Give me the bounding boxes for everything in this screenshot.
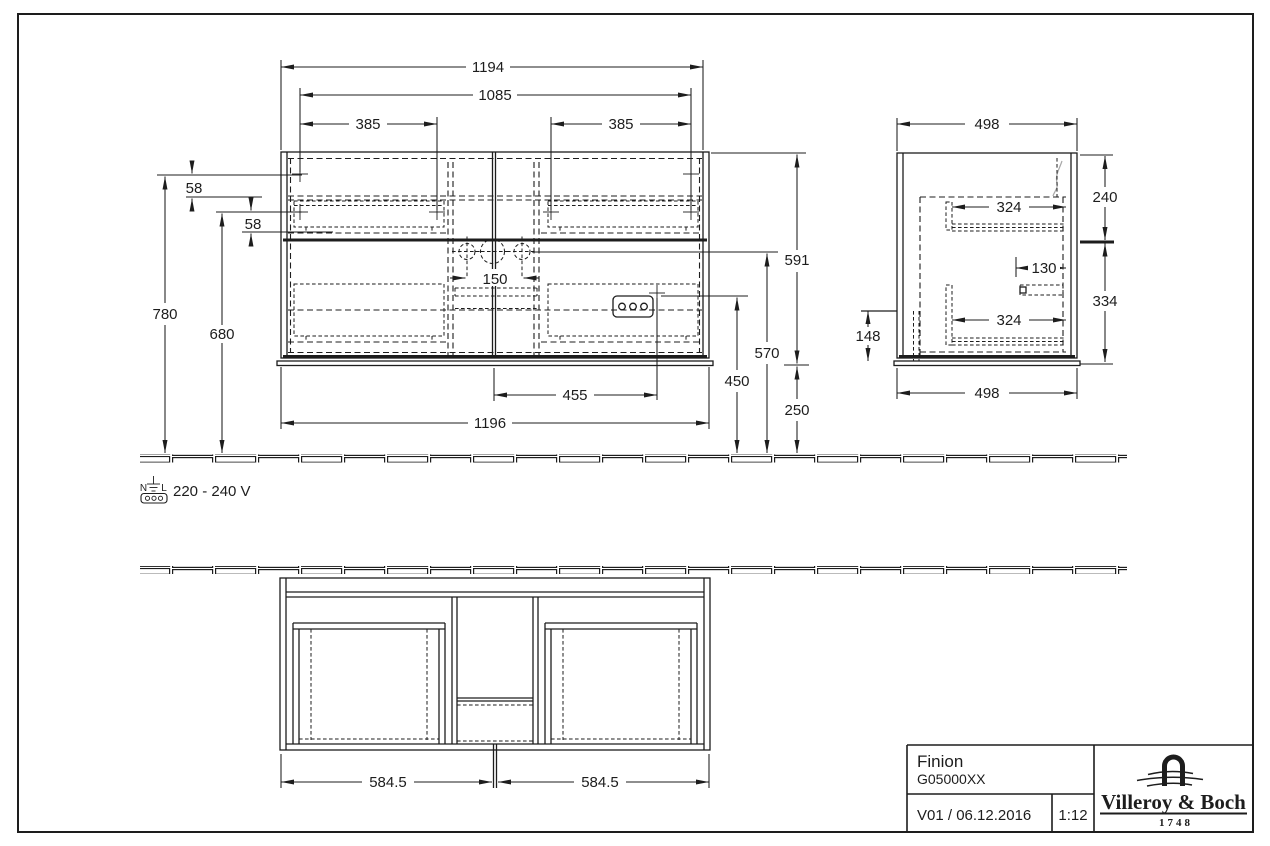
dim-height-top-edge: 591 (784, 252, 809, 269)
side-view-cabinet (861, 152, 1081, 367)
plan-view-hidden-lines (299, 629, 691, 742)
front-view-dimensions (157, 60, 809, 453)
logo-ripple-1 (1147, 770, 1194, 776)
side-view-hidden-lines (913, 158, 1066, 361)
dim-height-socket: 450 (724, 373, 749, 390)
terminal-l-label: L (161, 483, 167, 494)
side-view-dimensions (865, 118, 1114, 399)
logo-ripple-3 (1146, 782, 1193, 787)
page-border (17, 13, 1254, 833)
dim-lower-section: 334 (1092, 293, 1117, 310)
side-view-dimension-labels: 498 498 324 324 130 148 240 334 (855, 116, 1117, 402)
dim-mounting-width: 1085 (478, 87, 511, 104)
front-upper-drawer-left (293, 200, 445, 233)
dim-height-upper-mount: 780 (152, 306, 177, 323)
socket-terminal-icon (140, 492, 168, 504)
drawing-scale: 1:12 (1058, 807, 1087, 824)
front-upper-drawer-right (547, 200, 699, 233)
title-block-text: Finion G05000XX V01 / 06.12.2016 1:12 (917, 752, 1088, 824)
terminal-n-label: N (140, 483, 147, 494)
product-name: Finion (917, 752, 963, 771)
electrical-note: N L 220 - 240 V (140, 476, 251, 504)
brand-name: Villeroy & Boch (1101, 790, 1246, 814)
logo-ripple-2 (1136, 776, 1204, 782)
dim-half-right: 584.5 (581, 774, 619, 791)
dim-bottom-clearance: 148 (855, 328, 880, 345)
floor-hatch-upper (140, 454, 1127, 463)
voltage-label: 220 - 240 V (173, 483, 251, 500)
wall-hatch-lower (140, 566, 1127, 574)
dim-depth-top: 498 (974, 116, 999, 133)
dim-height-clearance: 250 (784, 402, 809, 419)
dim-height-lower-mount: 680 (209, 326, 234, 343)
brand-logo: Villeroy & Boch 1748 (1100, 754, 1247, 829)
logo-arch-icon (1162, 754, 1185, 786)
dim-drawer-left: 385 (355, 116, 380, 133)
dim-drawer-depth-upper: 324 (996, 199, 1021, 216)
front-lower-drawer-right (547, 283, 699, 342)
front-view-dimension-labels: 1194 1085 385 385 58 58 780 680 150 591 … (152, 59, 809, 432)
front-lower-drawer-left (293, 283, 445, 342)
dim-overall-width-bottom: 1196 (474, 415, 506, 432)
article-number: G05000XX (917, 771, 986, 787)
title-block (906, 744, 1253, 832)
dim-drawer-right: 385 (608, 116, 633, 133)
dim-tap-spacing: 150 (482, 271, 507, 288)
plan-view-cabinet (279, 577, 711, 788)
dim-offset-mid: 58 (245, 216, 262, 233)
socket-icon (612, 295, 654, 318)
dim-height-tap: 570 (754, 345, 779, 362)
dim-rear-clearance: 130 (1031, 260, 1056, 277)
dim-overall-width-top: 1194 (472, 59, 504, 76)
dim-drawer-depth-lower: 324 (996, 312, 1021, 329)
plan-view-dimension-labels: 584.5 584.5 (369, 774, 619, 791)
dim-upper-section: 240 (1092, 189, 1117, 206)
brand-year: 1748 (1159, 817, 1193, 829)
plan-view-dimensions (280, 754, 710, 788)
dim-socket-offset: 455 (562, 387, 587, 404)
dim-offset-top: 58 (186, 180, 203, 197)
earth-ground-icon (147, 476, 160, 492)
version-date: V01 / 06.12.2016 (917, 807, 1031, 824)
dim-depth-bottom: 498 (974, 385, 999, 402)
front-basin-hidden-outline (454, 287, 538, 309)
front-view-cabinet (276, 151, 714, 367)
dim-half-left: 584.5 (369, 774, 407, 791)
